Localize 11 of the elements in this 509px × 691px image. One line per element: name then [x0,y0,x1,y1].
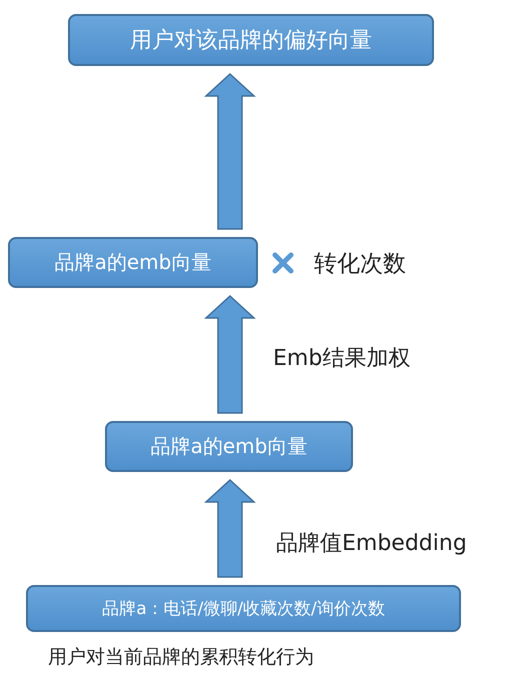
text-box: 品牌a的emb向量 [105,421,353,472]
node-label: 用户对当前品牌的累积转化行为 [48,645,314,670]
block-arrow [204,294,256,414]
label: 转化次数 [314,250,406,279]
edge-label: 品牌值Embedding [276,530,467,558]
text-box: 用户对该品牌的偏好向量 [68,14,434,66]
block-arrow [204,72,256,230]
block-arrow [204,478,256,578]
text-box: 品牌a：电话/微聊/收藏次数/询价次数 [26,585,461,632]
edge-label: Emb结果加权 [273,345,410,373]
text-box: 品牌a的emb向量 [8,237,258,288]
